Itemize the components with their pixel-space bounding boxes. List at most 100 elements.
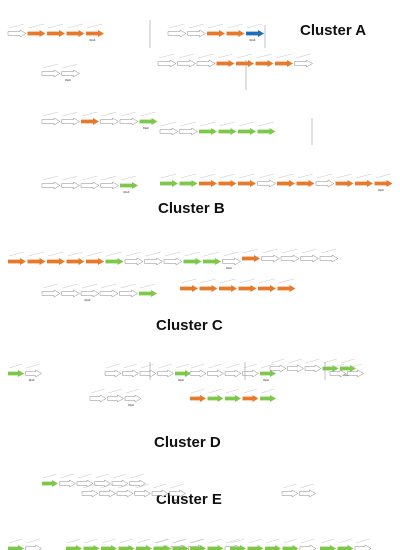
gene-arrow <box>66 30 85 37</box>
gene-arrow <box>207 545 224 550</box>
gene-arrow <box>61 117 80 126</box>
gene-label-line <box>158 53 175 59</box>
cluster-a-title: Cluster A <box>300 22 366 39</box>
gene-label-line <box>28 23 44 29</box>
gene-label-line <box>217 53 233 59</box>
gene-label-line <box>219 173 235 179</box>
gene-label-line <box>120 175 137 181</box>
gene-label-line <box>135 483 149 489</box>
gene-label-line <box>188 23 204 29</box>
gene-label-line <box>77 473 92 479</box>
gene-label-line <box>320 248 337 254</box>
gene-arrow <box>107 394 124 403</box>
gene-arrow <box>335 180 354 187</box>
marker-label: RpsK <box>378 189 384 192</box>
gene-label-line <box>330 363 345 369</box>
locus-2-4 <box>99 283 157 298</box>
gene-label-line <box>106 251 122 257</box>
gene-label-line <box>154 538 168 544</box>
gene-label-line <box>140 111 156 117</box>
gene-label-line <box>67 23 83 29</box>
gene-arrow <box>100 181 119 190</box>
gene-label-line <box>225 538 240 544</box>
gene-arrow <box>277 285 296 292</box>
gene-arrow <box>320 545 336 550</box>
gene-label-line <box>8 23 25 29</box>
locus-1-3: RpsK <box>41 63 80 82</box>
locus-1-5: RpsK <box>41 111 158 130</box>
gene-arrow <box>47 30 65 37</box>
gene-arrow <box>282 545 299 550</box>
gene-arrow <box>81 489 99 498</box>
gene-label-line <box>219 278 236 284</box>
gene-arrow <box>340 365 356 372</box>
marker-label: RpsK <box>124 191 130 194</box>
locus-3-3: RpsK <box>189 363 276 382</box>
gene-label-line <box>120 283 136 289</box>
gene-label-line <box>171 538 186 544</box>
gene-arrow <box>294 59 313 68</box>
gene-arrow <box>86 258 104 265</box>
cluster-b-title: Cluster B <box>158 200 225 217</box>
gene-label-line <box>300 538 315 544</box>
gene-arrow <box>83 545 100 550</box>
gene-label-line <box>225 388 240 394</box>
gene-label-line <box>42 283 59 289</box>
gene-arrow <box>199 285 218 292</box>
marker-label: RpsK <box>85 299 91 302</box>
gene-arrow <box>219 285 237 292</box>
gene-arrow <box>104 369 122 378</box>
gene-arrow <box>136 545 152 550</box>
gene-arrow <box>207 395 224 402</box>
gene-label-line <box>42 473 57 479</box>
gene-arrow <box>101 545 117 550</box>
gene-arrow <box>189 369 207 378</box>
gene-label-line <box>190 388 205 394</box>
gene-label-line <box>258 173 274 179</box>
gene-arrow <box>139 369 157 378</box>
gene-arrow <box>179 127 198 136</box>
gene-label-line <box>139 283 156 289</box>
gene-arrow <box>144 257 163 266</box>
locus-1-1: RpsK <box>7 23 104 42</box>
locus-3-4: RpsK <box>269 358 356 377</box>
gene-label-line <box>283 538 297 544</box>
locus-1-7: RpsK <box>41 175 138 194</box>
gene-arrow <box>159 127 179 136</box>
gene-label-line <box>300 483 314 489</box>
gene-arrow <box>315 179 335 188</box>
gene-arrow <box>319 254 339 263</box>
gene-arrow <box>80 289 100 298</box>
gene-arrow <box>25 544 42 550</box>
gene-label-line <box>243 388 257 394</box>
gene-label-line <box>152 483 167 489</box>
gene-label-line <box>258 278 275 284</box>
gene-arrow <box>94 479 111 488</box>
gene-arrow <box>139 290 157 297</box>
gene-arrow <box>304 364 322 373</box>
gene-label-line <box>190 363 205 369</box>
gene-arrow <box>216 60 235 67</box>
gene-label-line <box>297 173 313 179</box>
gene-label-line <box>199 121 216 127</box>
gene-arrow <box>66 258 85 265</box>
gene-label-line <box>275 53 292 59</box>
gene-label-line <box>227 23 243 29</box>
gene-arrow <box>157 59 177 68</box>
locus-4-2: RpsK <box>81 483 186 502</box>
gene-arrow <box>374 180 393 187</box>
gene-label-line <box>243 363 257 369</box>
gene-arrow <box>299 544 317 550</box>
gene-label-line <box>197 53 214 59</box>
gene-arrow <box>129 479 146 488</box>
locus-3-7 <box>190 388 276 402</box>
gene-arrow <box>179 180 198 187</box>
gene-arrow <box>265 545 281 550</box>
gene-arrow <box>100 117 119 126</box>
locus-4-1 <box>42 473 146 488</box>
gene-label-line <box>180 121 196 127</box>
gene-label-line <box>47 23 64 29</box>
gene-arrow <box>167 29 187 38</box>
gene-label-line <box>158 363 172 369</box>
